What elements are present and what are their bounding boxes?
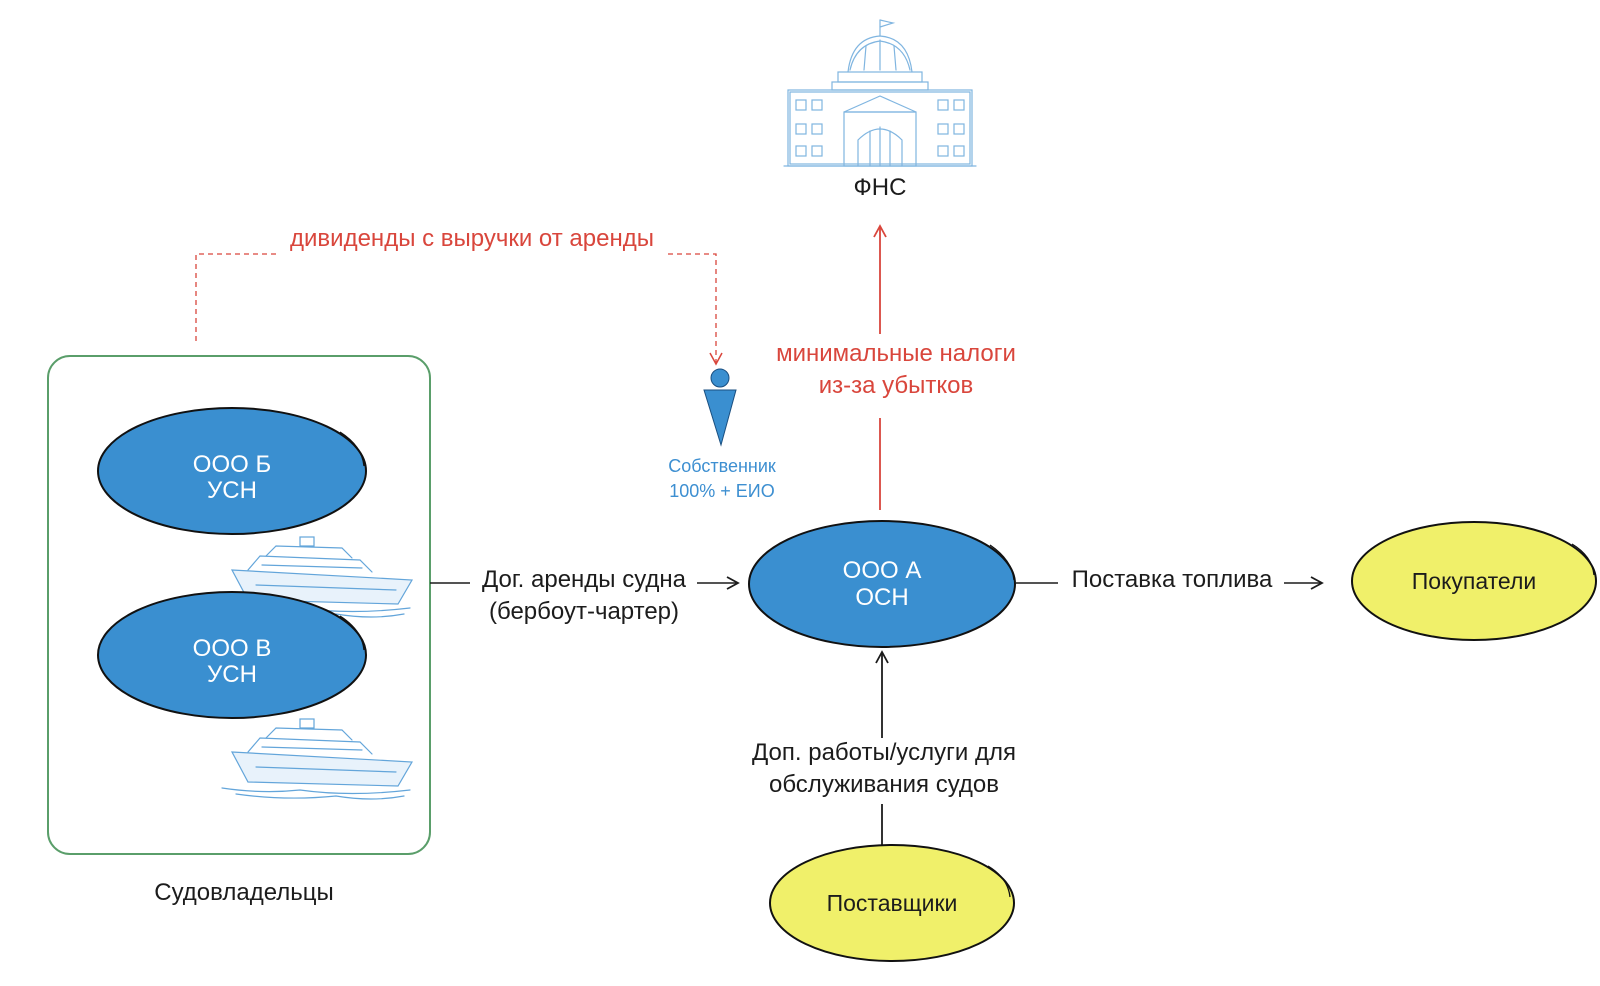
- services-flow: Доп. работы/услуги для обслуживания судо…: [752, 650, 1016, 848]
- company-b-node: ООО Б УСН: [97, 407, 367, 535]
- owner-label-line2: 100% + ЕИО: [669, 481, 775, 501]
- buyers-node: Покупатели: [1351, 521, 1597, 641]
- services-label-line2: обслуживания судов: [769, 771, 999, 798]
- company-a-label-line2: ОСН: [855, 584, 908, 611]
- dividends-flow: дивиденды с выручки от аренды: [195, 225, 723, 366]
- taxes-label-line2: из-за убытков: [819, 372, 974, 399]
- company-v-label-line2: УСН: [207, 661, 257, 688]
- shipowners-group: ООО Б УСН ООО В УСН: [47, 355, 431, 906]
- suppliers-label: Поставщики: [827, 890, 958, 916]
- taxes-flow: минимальные налоги из-за убытков: [776, 224, 1016, 510]
- company-b-label-line1: ООО Б: [193, 451, 271, 478]
- company-v-node: ООО В УСН: [97, 591, 367, 719]
- tax-office-node: ФНС: [783, 19, 977, 201]
- services-label-line1: Доп. работы/услуги для: [752, 739, 1016, 766]
- fuel-supply-label: Поставка топлива: [1072, 566, 1273, 593]
- lease-label-line1: Дог. аренды судна: [482, 566, 687, 593]
- buyers-label: Покупатели: [1412, 568, 1536, 594]
- shipowners-group-label: Судовладельцы: [154, 879, 334, 906]
- lease-flow: Дог. аренды судна (бербоут-чартер): [430, 566, 740, 625]
- company-a-label-line1: ООО А: [843, 557, 922, 584]
- owner-node: Собственник 100% + ЕИО: [668, 368, 776, 501]
- company-b-label-line2: УСН: [207, 477, 257, 504]
- company-a-node: ООО А ОСН: [748, 520, 1016, 648]
- tax-office-label: ФНС: [854, 174, 907, 201]
- ship-icon: [221, 718, 414, 800]
- dividends-label: дивиденды с выручки от аренды: [290, 225, 654, 252]
- owner-label-line1: Собственник: [668, 456, 776, 476]
- suppliers-node: Поставщики: [769, 844, 1015, 962]
- person-icon: [703, 368, 737, 447]
- shipowners-group-frame: [47, 355, 431, 855]
- taxes-label-line1: минимальные налоги: [776, 340, 1016, 367]
- government-building-icon: [783, 19, 977, 167]
- fuel-supply-flow: Поставка топлива: [1016, 566, 1324, 593]
- lease-label-line2: (бербоут-чартер): [489, 598, 679, 625]
- company-v-label-line1: ООО В: [193, 635, 272, 662]
